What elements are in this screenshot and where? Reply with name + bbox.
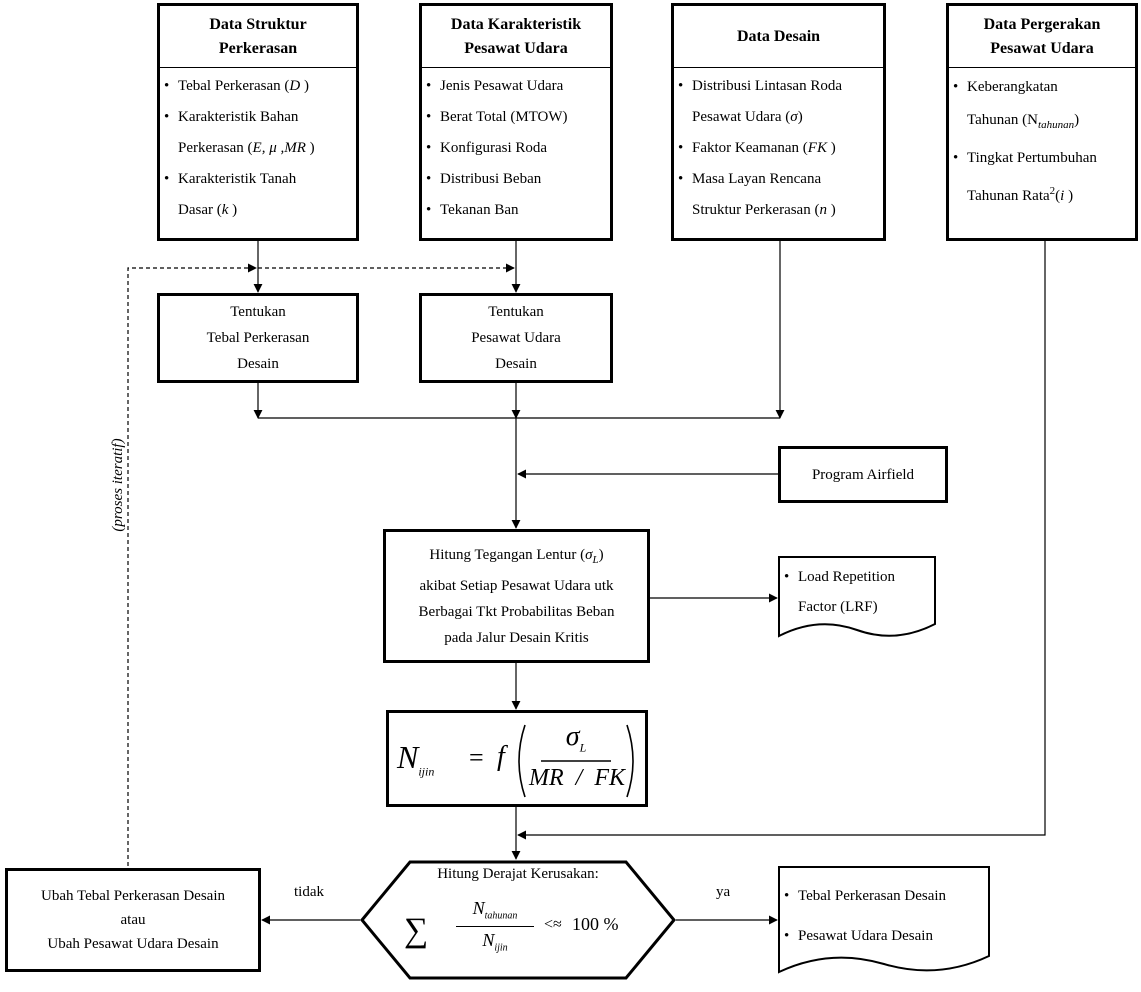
data-desain-title: Data Desain: [674, 6, 883, 68]
label-ya: ya: [716, 884, 731, 900]
list-item: Tebal Perkerasan (D ): [164, 71, 354, 102]
data-struktur-list: Tebal Perkerasan (D ) Karakteristik Baha…: [164, 71, 354, 226]
edge-iteratif: [127, 263, 257, 866]
list-item: Faktor Keamanan (FK ): [678, 133, 881, 164]
list-item-cont: Tahunan (Ntahunan): [967, 112, 1080, 131]
formula-parens: [518, 724, 634, 798]
list-item: Karakteristik Bahan: [164, 102, 354, 133]
list-item: Karakteristik Tanah: [164, 164, 354, 195]
list-item-cont: Perkerasan (E, μ ,MR ): [178, 140, 315, 156]
formula-denominator: MR / FK: [529, 765, 625, 791]
list-item: Tekanan Ban: [426, 195, 608, 226]
formula-box: Nijin = f σL MR / FK: [386, 710, 648, 807]
list-item: Load Repetition: [784, 562, 934, 592]
list-item-cont: Pesawat Udara (σ): [692, 109, 803, 125]
list-item: Tebal Perkerasan Desain: [784, 876, 988, 916]
list-item: Masa Layan Rencana: [678, 164, 881, 195]
decision-shape: [360, 860, 676, 980]
list-item: Distribusi Lintasan Roda: [678, 71, 881, 102]
program-airfield-box: Program Airfield: [778, 446, 948, 503]
list-item-cont: Tahunan Rata2(i ): [967, 185, 1074, 204]
data-desain-list: Distribusi Lintasan Roda Pesawat Udara (…: [678, 71, 881, 226]
list-item: Pesawat Udara Desain: [784, 916, 988, 956]
formula-f: f: [497, 741, 505, 772]
output-document: Tebal Perkerasan Desain Pesawat Udara De…: [778, 866, 990, 978]
formula-numerator: σL: [565, 721, 587, 755]
data-desain-box: Data Desain Distribusi Lintasan Roda Pes…: [671, 3, 886, 241]
formula-n: Nijin: [397, 739, 435, 779]
list-item: Tingkat Pertumbuhan: [953, 142, 1133, 175]
label-iteratif: (proses iteratif): [110, 438, 126, 532]
list-item: Berat Total (MTOW): [426, 102, 608, 133]
derajat-title: Hitung Derajat Kerusakan:: [437, 866, 599, 882]
formula-eq: =: [469, 743, 484, 772]
list-item: Konfigurasi Roda: [426, 133, 608, 164]
hitung-tegangan-box: Hitung Tegangan Lentur (σL) akibat Setia…: [383, 529, 650, 663]
data-karakteristik-list: Jenis Pesawat Udara Berat Total (MTOW) K…: [426, 71, 608, 226]
list-item: Keberangkatan: [953, 71, 1133, 104]
list-item-cont: Factor (LRF): [798, 599, 878, 615]
label-tidak: tidak: [294, 884, 324, 900]
lrf-document: Load Repetition Factor (LRF): [778, 556, 936, 642]
list-item-cont: Struktur Perkerasan (n ): [692, 202, 836, 218]
list-item: Distribusi Beban: [426, 164, 608, 195]
derajat-formula: ∑ Ntahunan Nijin <≈ 100 %: [404, 898, 619, 954]
list-item: Jenis Pesawat Udara: [426, 71, 608, 102]
list-item-cont: Dasar (k ): [178, 202, 238, 218]
data-pergerakan-list: Keberangkatan Tahunan (Ntahunan) Tingkat…: [953, 71, 1133, 213]
edge-pergerakan: [517, 240, 1046, 840]
